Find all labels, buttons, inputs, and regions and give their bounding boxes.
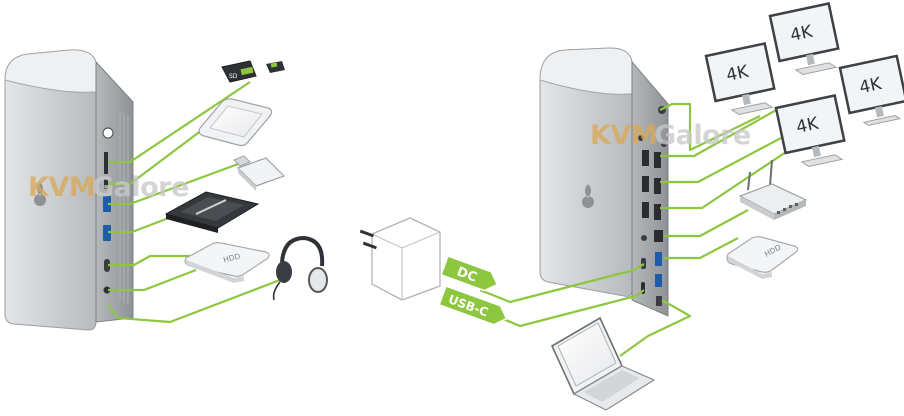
left-cables: [107, 81, 281, 324]
right-dock-rear: [539, 47, 669, 317]
dc-cable-label: DC: [455, 265, 479, 286]
dock-logo-icon: [34, 182, 46, 206]
right-cables: [479, 102, 831, 357]
external-hdd-right: HDD: [726, 236, 799, 279]
dc-cable-tag: DC: [440, 255, 499, 292]
hdmi-1[interactable]: [642, 176, 649, 192]
watermark-right: KVM Galore: [590, 120, 751, 151]
usbc-cable-tag: USB-C: [438, 285, 508, 326]
hdmi-4[interactable]: [654, 204, 661, 220]
headphone-jack[interactable]: [103, 286, 111, 294]
headphones: [272, 235, 328, 301]
external-hdd-left: HDD: [184, 242, 270, 283]
hdmi-2[interactable]: [654, 178, 661, 194]
microsd-slot[interactable]: [104, 179, 108, 189]
laptop: [550, 316, 656, 411]
power-adapter: [359, 217, 441, 301]
monitor-2-label: 4K: [789, 22, 815, 46]
dock-logo-icon: [582, 184, 594, 208]
hdd-left-label: HDD: [222, 251, 241, 264]
displayport-1[interactable]: [642, 150, 649, 166]
sd-card: SD: [221, 60, 257, 83]
network-router: [738, 159, 808, 220]
graphics-tablet: [164, 191, 260, 233]
monitor-3-label: 4K: [795, 114, 821, 138]
monitor-1: 4K: [704, 42, 776, 115]
monitor-3: 4K: [774, 94, 846, 167]
usb-a-rear-port-2[interactable]: [655, 274, 662, 287]
hdmi-3[interactable]: [642, 202, 649, 218]
left-dock-front: [4, 49, 134, 331]
monitor-2: 4K: [768, 2, 840, 75]
watermark-left: KVM Galore: [28, 172, 189, 203]
displayport-2[interactable]: [654, 152, 661, 168]
usb-flash-drive: [233, 155, 286, 191]
monitor-4-label: 4K: [858, 74, 884, 98]
sd-card-label: SD: [229, 73, 238, 80]
usb-c-port[interactable]: [104, 259, 110, 272]
power-button-icon[interactable]: [102, 127, 114, 139]
watermark-left-part2: Galore: [92, 172, 189, 203]
usb-a-rear-port[interactable]: [655, 252, 662, 266]
ethernet-port[interactable]: [654, 230, 663, 242]
monitor-1-label: 4K: [725, 62, 751, 86]
monitor-4: 4K: [838, 54, 904, 126]
microsd-card: [266, 61, 285, 73]
watermark-left-part1: KVM: [28, 172, 95, 203]
watermark-right-part2: Galore: [654, 120, 751, 151]
usb-a-port-1[interactable]: [103, 196, 111, 212]
watermark-right-part1: KVM: [590, 120, 657, 151]
smartphone: [198, 98, 273, 147]
sd-slot[interactable]: [104, 152, 108, 174]
usb-a-port-2[interactable]: [103, 225, 111, 241]
